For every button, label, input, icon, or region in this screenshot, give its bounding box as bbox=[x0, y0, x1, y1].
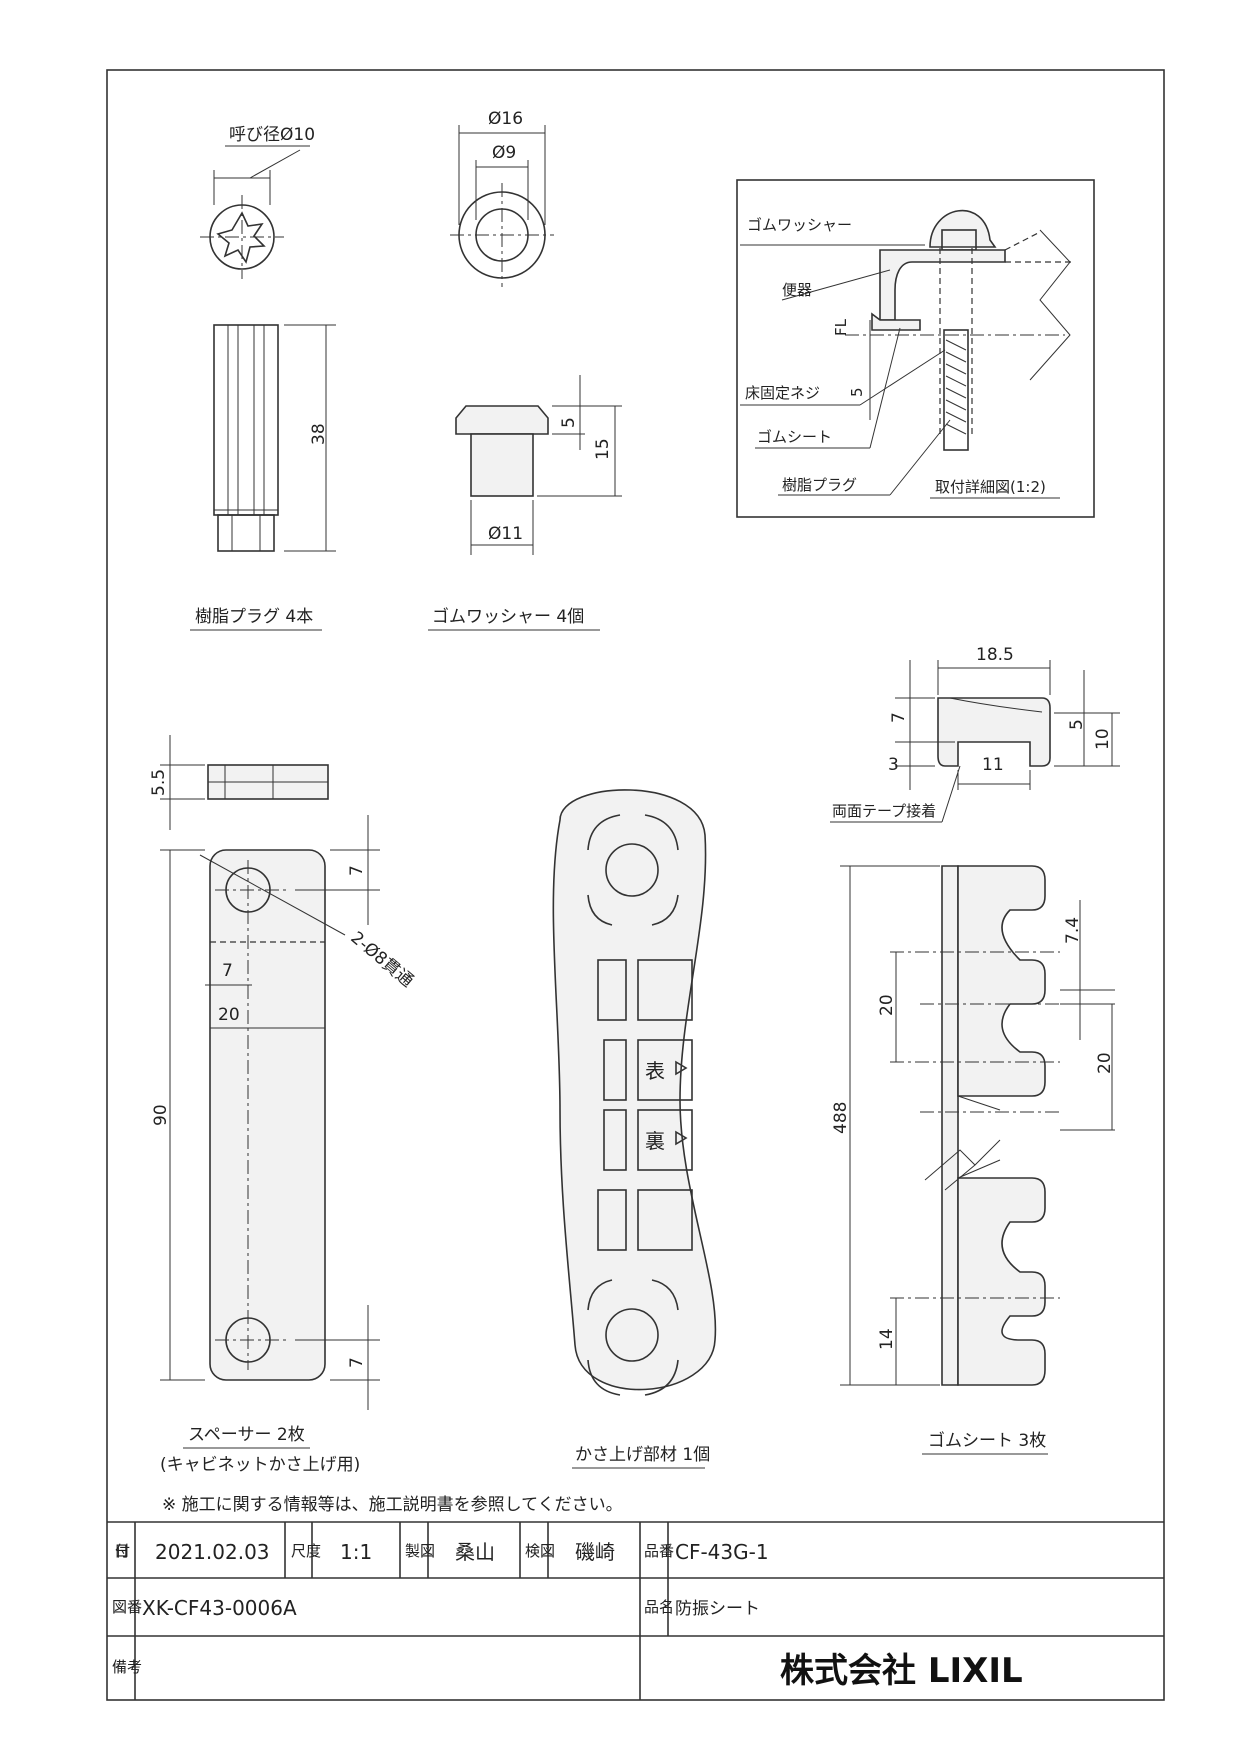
sheet-tape-note: 両面テープ接着 bbox=[832, 802, 936, 820]
rubber-sheet-plan: 488 20 7.4 20 14 ゴムシート 3枚 bbox=[831, 865, 1115, 1455]
plug-length-dim: 38 bbox=[309, 423, 329, 445]
detail-5-dim: 5 bbox=[848, 387, 866, 397]
tb-date-label: 日付 bbox=[114, 1542, 130, 1560]
spacer-hole-top-dim: 7 bbox=[347, 865, 367, 876]
sheet-caption: ゴムシート 3枚 bbox=[928, 1430, 1046, 1451]
washer-outer-dia: Ø16 bbox=[488, 109, 523, 129]
spacer-length-dim: 90 bbox=[151, 1104, 171, 1126]
spacer-caption-sub: (キャビネットかさ上げ用) bbox=[160, 1455, 360, 1475]
tb-scale-label: 尺度 bbox=[291, 1542, 321, 1560]
washer-head-dim: 5 bbox=[559, 417, 579, 428]
spacer-hole-bottom-dim: 7 bbox=[347, 1357, 367, 1368]
plug-nominal-dia: 呼び径Ø10 bbox=[229, 125, 315, 145]
tb-checked-label: 検図 bbox=[525, 1542, 555, 1560]
sheet-pitch-top-dim: 7.4 bbox=[1063, 917, 1083, 944]
spacer-width-dim: 20 bbox=[218, 1005, 240, 1025]
sheet-end-pitch-dim: 14 bbox=[877, 1328, 897, 1350]
detail-fl-label: FL bbox=[832, 318, 850, 336]
lift-mark-up: 表 bbox=[645, 1059, 665, 1083]
tb-scale: 1:1 bbox=[340, 1540, 372, 1564]
installation-detail: ゴムワッシャー 便器 FL 床固定ネジ 5 ゴムシート 樹脂プラグ 取付詳細図(… bbox=[736, 179, 1095, 518]
sheet-length-dim: 488 bbox=[831, 1102, 851, 1134]
tb-name-label: 品名 bbox=[644, 1598, 674, 1616]
spacer-hole-x-dim: 7 bbox=[222, 961, 233, 981]
tb-part-no: CF-43G-1 bbox=[675, 1540, 769, 1564]
spacer-holes-note: 2-Ø8貫通 bbox=[347, 928, 417, 992]
title-block: 日付 2021.02.03 尺度 1:1 製図 桑山 検図 磯崎 品番 CF-4… bbox=[107, 1521, 1164, 1700]
drawing-frame bbox=[106, 69, 1165, 1701]
sheet-h7-dim: 7 bbox=[889, 712, 909, 723]
sheet-pitch-a-dim: 20 bbox=[877, 994, 897, 1016]
spacer-views: 5.5 7 7 7 20 90 2-Ø8貫通 スペーサー 2枚 (キャビネットか… bbox=[149, 735, 417, 1475]
tb-checked-by: 磯崎 bbox=[575, 1540, 615, 1564]
detail-toilet-label: 便器 bbox=[782, 281, 812, 299]
detail-washer-label: ゴムワッシャー bbox=[747, 216, 852, 234]
spacer-thickness-dim: 5.5 bbox=[149, 769, 169, 796]
construction-note: ※ 施工に関する情報等は、施工説明書を参照してください。 bbox=[162, 1495, 623, 1515]
washer-caption: ゴムワッシャー 4個 bbox=[432, 606, 584, 627]
tb-drawing-no-label: 図番 bbox=[112, 1598, 142, 1616]
lift-caption: かさ上げ部材 1個 bbox=[575, 1445, 710, 1465]
sheet-pitch-b-dim: 20 bbox=[1095, 1052, 1115, 1074]
detail-plug-label: 樹脂プラグ bbox=[782, 476, 857, 494]
sheet-h5-dim: 5 bbox=[1067, 719, 1087, 730]
lift-member: 表 裏 かさ上げ部材 1個 bbox=[552, 789, 717, 1469]
spacer-caption: スペーサー 2枚 bbox=[188, 1425, 305, 1445]
sheet-h10-dim: 10 bbox=[1093, 728, 1113, 750]
sheet-h3-dim: 3 bbox=[888, 755, 899, 775]
tb-drawn-label: 製図 bbox=[405, 1542, 435, 1560]
tb-drawn-by: 桑山 bbox=[455, 1540, 495, 1564]
sheet-width-dim: 18.5 bbox=[976, 645, 1014, 665]
detail-caption: 取付詳細図(1:2) bbox=[935, 478, 1046, 496]
tb-drawing-no: XK-CF43-0006A bbox=[142, 1596, 297, 1620]
washer-inner-dia: Ø9 bbox=[492, 143, 516, 163]
tb-name: 防振シート bbox=[675, 1599, 760, 1619]
rubber-sheet-section: 18.5 7 3 11 5 10 両面テープ接着 bbox=[830, 645, 1120, 823]
company-logo: 株式会社 LIXIL bbox=[780, 1651, 1023, 1691]
washer-shaft-dia: Ø11 bbox=[488, 524, 523, 544]
tb-remarks-label: 備考 bbox=[112, 1658, 142, 1676]
lift-mark-down: 裏 bbox=[645, 1129, 665, 1153]
plug-views: 呼び径Ø10 38 樹脂プラグ 4本 bbox=[190, 125, 336, 631]
sheet-slot-dim: 11 bbox=[982, 755, 1004, 775]
washer-views: Ø16 Ø9 5 15 Ø11 ゴムワッシャー 4個 bbox=[428, 109, 622, 631]
plug-caption: 樹脂プラグ 4本 bbox=[195, 607, 313, 627]
detail-screw-label: 床固定ネジ bbox=[745, 384, 820, 402]
detail-sheet-label: ゴムシート bbox=[757, 428, 832, 446]
washer-height-dim: 15 bbox=[593, 438, 613, 460]
tb-date: 2021.02.03 bbox=[155, 1540, 270, 1564]
tb-part-no-label: 品番 bbox=[644, 1542, 674, 1560]
